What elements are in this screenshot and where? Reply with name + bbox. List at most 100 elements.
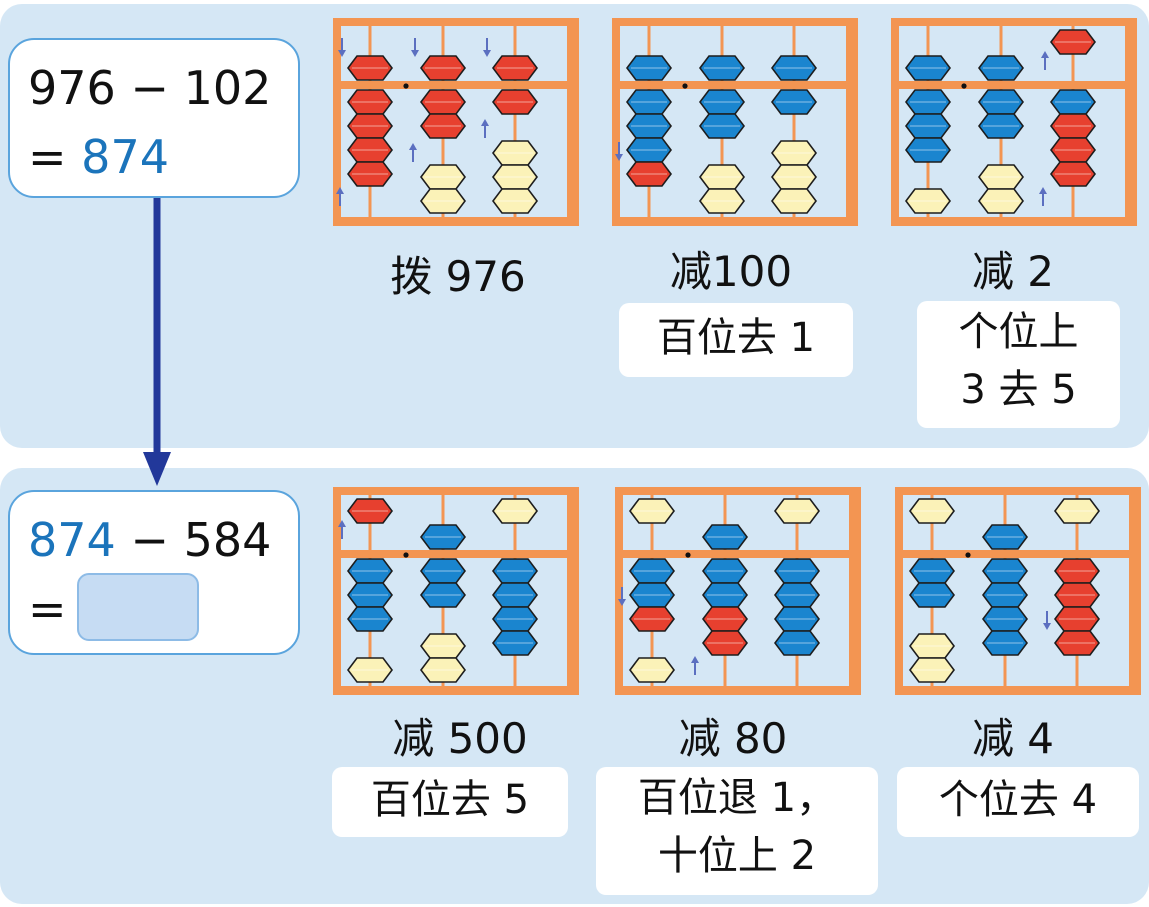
abacus-frame-bottom	[333, 686, 577, 695]
bead	[1054, 558, 1100, 584]
unit-dot	[965, 552, 971, 558]
unit-dot	[961, 83, 967, 89]
unit-dot	[682, 83, 688, 89]
arrow-up-icon	[691, 656, 699, 675]
bead	[905, 137, 951, 163]
arrow-up-icon	[336, 187, 344, 206]
bead	[909, 498, 955, 524]
bead	[629, 558, 675, 584]
note-line: 百位退 1，	[637, 775, 837, 821]
bead	[774, 558, 820, 584]
arrow-up-icon	[338, 520, 346, 539]
bottom-equation-start: 874	[28, 513, 116, 567]
bottom-equation-line1: 874 − 584	[28, 506, 280, 575]
bead	[347, 558, 393, 584]
unit-dot	[403, 552, 409, 558]
bead	[1054, 498, 1100, 524]
abacus-bottom-3	[895, 487, 1141, 695]
bead	[420, 113, 466, 139]
top-equation-result: 874	[81, 130, 169, 184]
bead	[982, 524, 1028, 550]
bead	[347, 582, 393, 608]
bead	[1054, 630, 1100, 656]
bead	[1050, 161, 1096, 187]
bottom-step3-caption: 减 4	[971, 714, 1055, 763]
bead	[905, 55, 951, 81]
abacus-beam	[612, 81, 856, 89]
answer-box[interactable]	[76, 572, 199, 641]
bead	[626, 161, 672, 187]
bead	[492, 630, 538, 656]
arrow-down-icon	[618, 587, 626, 606]
abacus-frame-right	[567, 487, 579, 695]
abacus-frame-top	[895, 487, 1139, 495]
bottom-equation-box: 874 − 584 =	[8, 490, 300, 655]
bead	[347, 161, 393, 187]
bead	[492, 55, 538, 81]
bead	[626, 137, 672, 163]
abacus-top-1	[333, 18, 579, 226]
bead	[978, 89, 1024, 115]
bead	[420, 657, 466, 683]
bead	[978, 188, 1024, 214]
bead	[978, 164, 1024, 190]
abacus-frame-right	[1129, 487, 1141, 695]
note-line: 十位上 2	[657, 833, 817, 879]
abacus-frame-top	[333, 18, 577, 26]
bottom-equation-line2: =	[28, 572, 280, 647]
top-equation-line1: 976 − 102	[28, 61, 272, 115]
top-step2-caption: 减100	[669, 247, 793, 296]
bead	[347, 606, 393, 632]
note-line: 个位去 4	[938, 777, 1098, 823]
abacus-top-2	[612, 18, 858, 226]
abacus-frame-top	[333, 487, 577, 495]
bead	[702, 524, 748, 550]
bead	[702, 606, 748, 632]
bead	[774, 630, 820, 656]
bead	[982, 630, 1028, 656]
arrow-down-icon	[411, 38, 419, 57]
bead	[1050, 89, 1096, 115]
bead	[420, 582, 466, 608]
abacus-frame-bottom	[895, 686, 1139, 695]
abacus-rod	[792, 24, 796, 220]
abacus-beam	[891, 81, 1135, 89]
bead	[492, 140, 538, 166]
bead	[978, 113, 1024, 139]
bead	[420, 524, 466, 550]
abacus-frame-top	[891, 18, 1135, 26]
abacus-beam	[615, 550, 859, 558]
bead	[699, 89, 745, 115]
note-line: 百位去 1	[656, 315, 816, 361]
top-step1-caption: 拨 976	[390, 252, 526, 301]
abacus-frame-top	[612, 18, 856, 26]
bead	[978, 55, 1024, 81]
arrow-up-icon	[1041, 51, 1049, 70]
bottom-step1-note: 百位去 5	[332, 767, 568, 837]
bead	[1054, 606, 1100, 632]
bead	[347, 657, 393, 683]
arrow-down-icon	[483, 38, 491, 57]
bead	[699, 164, 745, 190]
bead	[420, 164, 466, 190]
abacus-frame-right	[849, 487, 861, 695]
bead	[420, 55, 466, 81]
bead	[347, 498, 393, 524]
bead	[420, 633, 466, 659]
bead	[699, 55, 745, 81]
bead	[702, 630, 748, 656]
bead	[492, 164, 538, 190]
arrow-down-icon	[1043, 611, 1051, 630]
bead	[492, 582, 538, 608]
equals-sign: =	[28, 130, 67, 184]
bead	[347, 137, 393, 163]
arrow-up-icon	[481, 119, 489, 138]
top-equation-line2: = 874	[28, 123, 280, 192]
bead	[982, 558, 1028, 584]
bead	[1050, 113, 1096, 139]
bead	[771, 89, 817, 115]
unit-dot	[685, 552, 691, 558]
abacus-frame-bottom	[891, 217, 1135, 226]
abacus-frame-left	[615, 487, 623, 695]
